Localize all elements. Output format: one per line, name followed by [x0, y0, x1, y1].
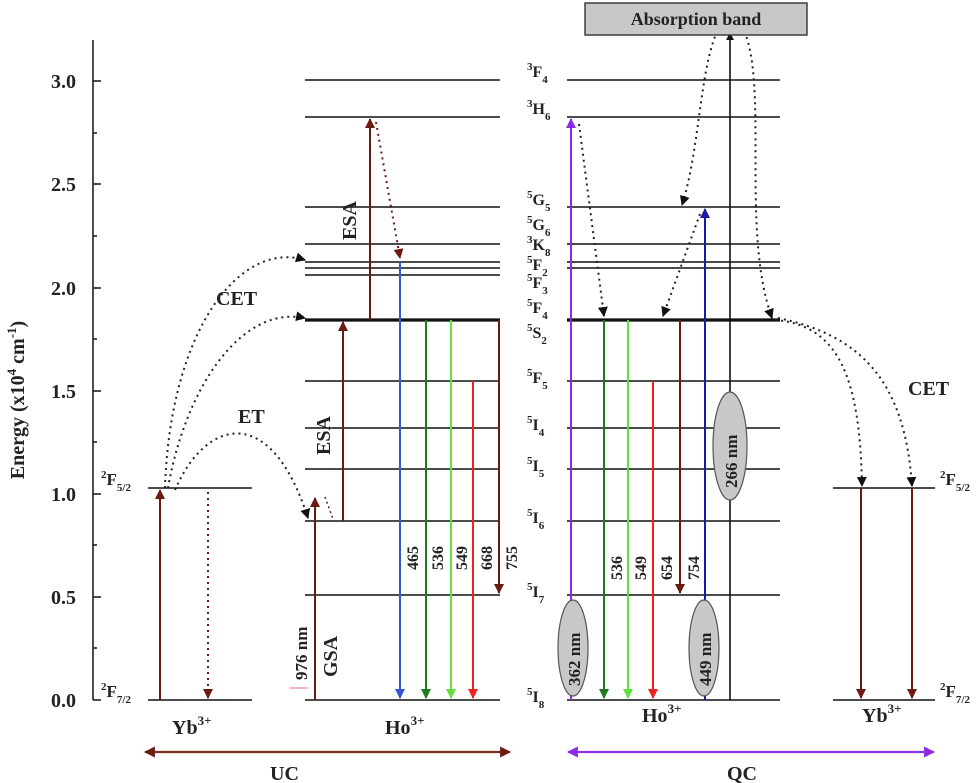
absorption-curve-g5	[680, 25, 721, 206]
band-362-label: 362 nm	[565, 633, 584, 686]
yb-left-f72-label: 2F7/2	[101, 681, 131, 706]
y-ticks	[93, 80, 101, 701]
ho-level-label: 5F2	[527, 254, 548, 279]
ho-level-label: 5I8	[527, 686, 545, 711]
uc-emission-label: 536	[430, 546, 447, 570]
ho-level-label: 5I5	[527, 455, 545, 480]
absorption-curve-s2	[741, 25, 774, 319]
y-axis-label: Energy (x104 cm-1)	[4, 321, 29, 479]
esa-label-upper: ESA	[339, 201, 361, 240]
qc-emission-label: 654	[659, 556, 676, 580]
y-tick-label: 2.0	[51, 278, 76, 300]
cet-curve-lower	[167, 311, 306, 489]
absorption-band-label: Absorption band	[631, 9, 762, 29]
yb-left-ion-label: Yb3+	[172, 713, 212, 739]
ho-level-label: 5G5	[527, 189, 551, 214]
qc-emission-labels: 536 549 654 754	[609, 556, 703, 580]
y-tick-label: 1.0	[51, 484, 76, 506]
cet-label-left: CET	[216, 288, 258, 310]
qc-label: QC	[727, 763, 757, 783]
uc-nonrad-relax	[375, 121, 404, 259]
qc-emission-label: 536	[609, 556, 626, 580]
ho-level-label: 5F5	[527, 367, 548, 392]
uc-emission-label: 465	[405, 546, 422, 570]
yb-right-ion-label: Yb3+	[862, 701, 902, 727]
ho-level-label: 5G6	[527, 214, 551, 239]
ho-level-label: 3H6	[527, 98, 551, 123]
et-label: ET	[238, 406, 265, 428]
yb-left-f52-label: 2F5/2	[101, 469, 131, 494]
y-tick-label: 0.0	[51, 690, 76, 712]
qc-emission-label: 549	[633, 556, 650, 580]
ho-level-label: 5S2	[527, 322, 547, 347]
uc-emission-label: 755	[504, 546, 521, 570]
ho-qc-ion-label: Ho3+	[642, 701, 681, 727]
y-tick-label: 3.0	[51, 71, 76, 93]
cet-label-right: CET	[908, 378, 950, 400]
ho-uc-levels	[305, 79, 500, 701]
ho-level-label: 5F3	[527, 272, 548, 297]
esa-label-lower: ESA	[313, 416, 335, 455]
ho-qc-levels	[567, 79, 780, 701]
ho-level-label: 3K8	[527, 234, 551, 259]
qc-relax-from-g5	[661, 213, 701, 317]
y-tick-label: 1.5	[51, 381, 76, 403]
y-tick-label: 0.5	[51, 587, 76, 609]
ho-level-label: 5I4	[527, 414, 545, 439]
band-362-ellipse: 362 nm	[557, 599, 589, 697]
uc-emission-label: 668	[479, 546, 496, 570]
uc-emission-labels: 465 536 549 668 755	[405, 546, 521, 570]
cet-curve-right-1	[774, 319, 867, 487]
ho-level-label: 5I6	[527, 507, 545, 532]
y-tick-labels: 0.0 0.5 1.0 1.5 2.0 2.5 3.0	[51, 71, 76, 712]
yb-right-f72-label: 2F7/2	[940, 681, 970, 706]
band-449-label: 449 nm	[696, 633, 715, 686]
ho-level-label: 5I7	[527, 581, 545, 606]
qc-emission-label: 754	[686, 556, 703, 580]
absorption-band-box: Absorption band	[584, 2, 808, 36]
gsa-label: GSA	[320, 635, 342, 677]
band-449-ellipse: 449 nm	[688, 599, 720, 697]
band-266-label: 266 nm	[722, 435, 741, 488]
et-curve	[174, 432, 310, 519]
pump-976-label: 976 nm	[292, 627, 311, 680]
ho-level-label: 3F4	[527, 61, 548, 86]
ho-level-labels: 5I8 5I7 5I6 5I5 5I4 5F5 5S2 5F4 5F3 5F2 …	[527, 61, 551, 711]
band-266-ellipse: 266 nm	[712, 391, 748, 501]
uc-label: UC	[270, 763, 299, 783]
yb-right-f52-label: 2F5/2	[940, 469, 970, 494]
ho-uc-ion-label: Ho3+	[385, 713, 424, 739]
small-relax	[324, 496, 334, 520]
ho-level-label: 5F4	[527, 297, 548, 322]
qc-relax-to-s2	[578, 123, 608, 317]
y-tick-label: 2.5	[51, 174, 76, 196]
cet-curve-right-2	[777, 317, 917, 487]
uc-emission-label: 549	[454, 546, 471, 570]
